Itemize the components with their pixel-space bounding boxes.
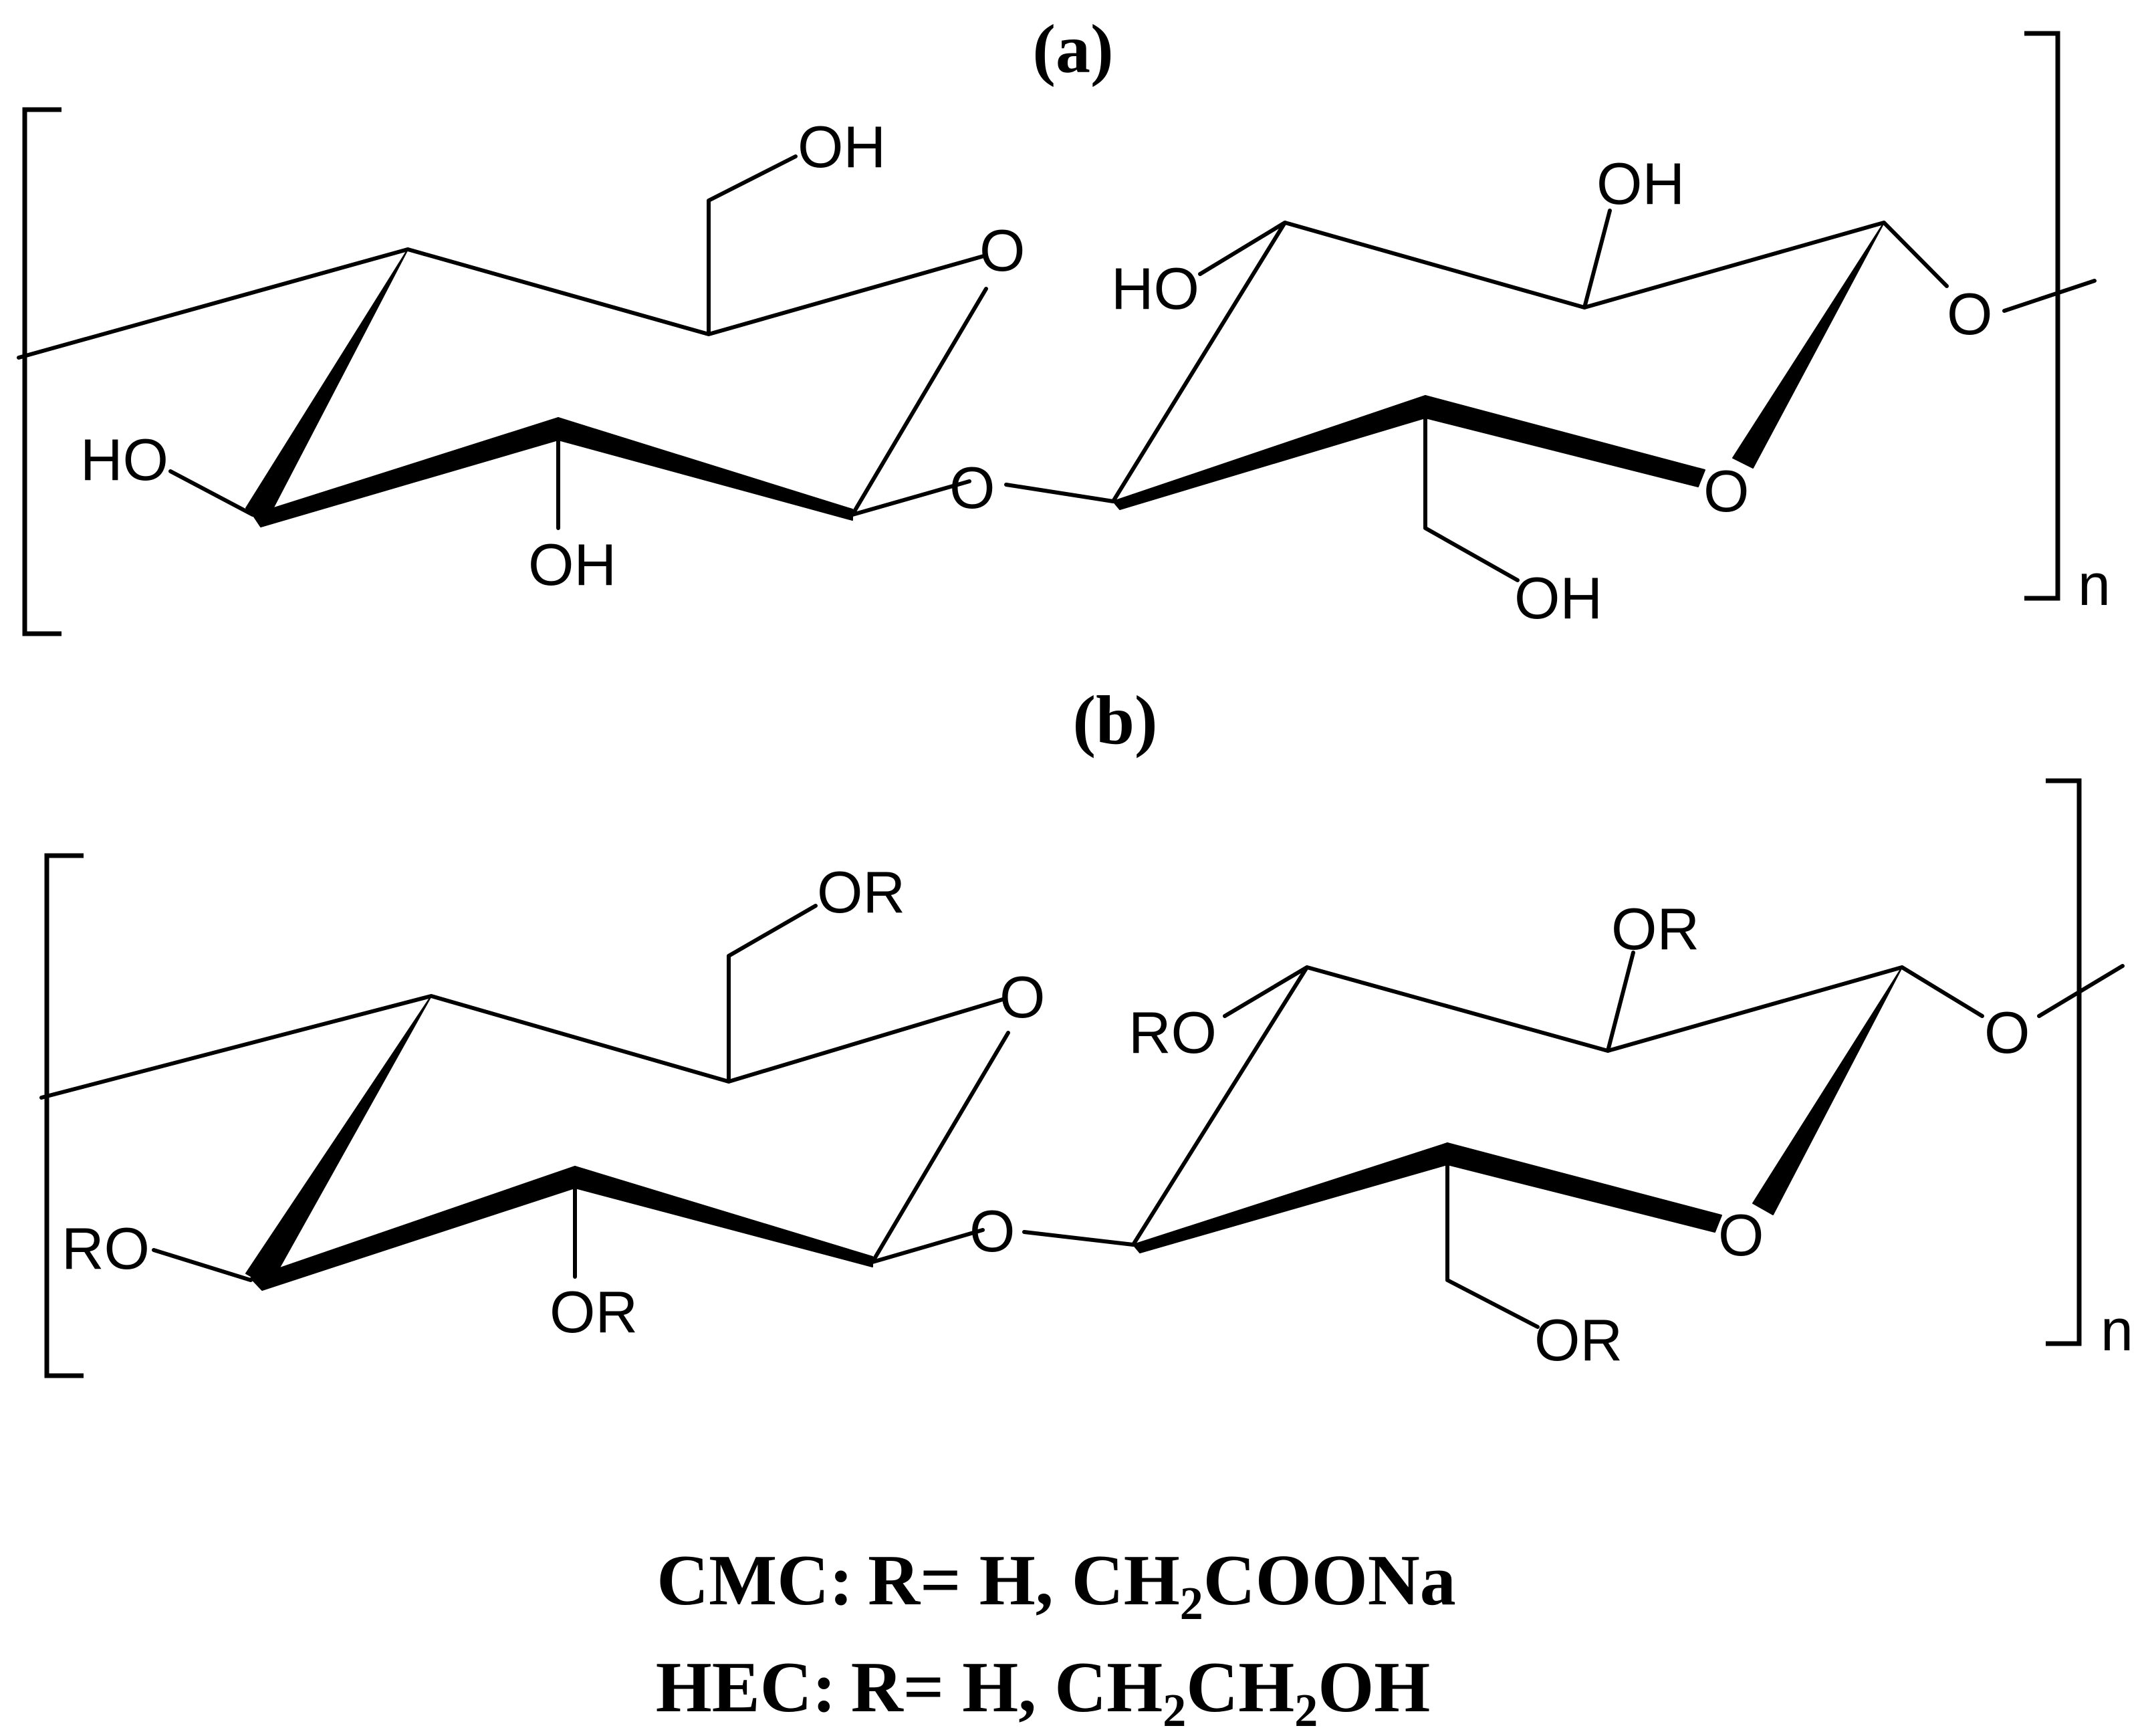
panel-b-right-wedge-2 [1447,1142,1722,1233]
panel-a-right-ring-bonds [1111,209,2097,582]
panel-a-right-wedge-3 [1732,222,1885,469]
panel-b-atom-o-glyco: O [969,1198,1015,1264]
panel-a-atom-ho-c2-left: HO [80,426,168,493]
legend-hec-r-def: R= H, CH [851,1648,1163,1727]
panel-b-left-ring-bonds [39,904,1010,1282]
panel-a-atom-o-glyco: O [949,455,995,521]
panel-a-right-wedge-1 [1112,395,1426,510]
panel-b-right-wedge-3 [1752,967,1903,1215]
panel-a: (a) n OH O HO OH O HO OH O O OH [17,11,2111,636]
panel-b-label: (b) [1072,682,1157,759]
panel-b-atom-or-c2-right: OR [1611,896,1699,962]
panel-a-atom-oh-c6-right: OH [1514,565,1602,631]
panel-a-right-bracket [2024,31,2060,601]
panel-a-atom-o-ring-right: O [1703,458,1749,524]
panel-b-atom-or-c3-left: OR [550,1279,638,1345]
panel-b-atom-ro-c3-right: RO [1128,999,1217,1066]
panel-b-glycosidic-bonds [1022,1230,1135,1247]
panel-a-atom-oh-c6-left: OH [798,114,886,180]
panel-b-atom-o-ring-left: O [999,964,1045,1030]
legend-hec-mid: CH [1186,1648,1294,1727]
panel-a-left-bracket [22,107,62,636]
panel-b-atom-o-link-right: O [1984,999,2030,1066]
legend-cmc-sub: 2 [1180,1578,1203,1630]
panel-a-atom-oh-c3-left: OH [528,531,616,598]
panel-a-atom-ho-c3-right: HO [1111,255,1199,322]
panel-a-atom-oh-c2-right: OH [1596,150,1685,217]
panel-b-atom-or-c6-left: OR [817,859,905,925]
panel-b-atom-or-c6-right: OR [1534,1307,1623,1373]
legend-cmc-rest: COONa [1203,1541,1456,1620]
panel-b-left-bracket [44,853,84,1378]
panel-a-left-wedge-3 [558,417,853,521]
panel-b-atom-ro-c2-left: RO [62,1215,150,1281]
panel-a-repeat-n: n [2078,551,2111,618]
panel-b-right-ring-bonds [1131,951,2125,1329]
panel-b-repeat-n: n [2101,1297,2133,1363]
legend-hec-rest: OH [1318,1648,1430,1727]
legend-cmc-r-def: R= H, CH [868,1541,1180,1620]
legend-cmc-name: CMC: [657,1541,853,1620]
panel-a-glycosidic-bonds [1004,483,1115,503]
legend-hec: HEC:R= H, CH2CH2OH [656,1648,1431,1736]
legend-hec-sub2: 2 [1294,1685,1318,1736]
panel-b-right-wedge-1 [1133,1142,1448,1253]
legend-cmc: CMC:R= H, CH2COONa [657,1541,1455,1630]
panel-b-atom-o-ring-right: O [1718,1202,1764,1268]
panel-b-left-wedge-3 [574,1166,873,1267]
substituent-legend: CMC:R= H, CH2COONa HEC:R= H, CH2CH2OH [656,1541,1456,1736]
panel-b: (b) n OR O RO OR O RO OR O O OR [39,682,2133,1378]
panel-a-atom-o-link-right: O [1947,281,1992,347]
panel-a-right-wedge-2 [1425,395,1705,487]
legend-hec-sub1: 2 [1163,1685,1186,1736]
legend-hec-name: HEC: [656,1648,836,1727]
panel-a-label: (a) [1032,11,1113,88]
panel-a-atom-o-ring-left: O [979,217,1025,283]
panel-b-right-bracket [2046,778,2082,1346]
